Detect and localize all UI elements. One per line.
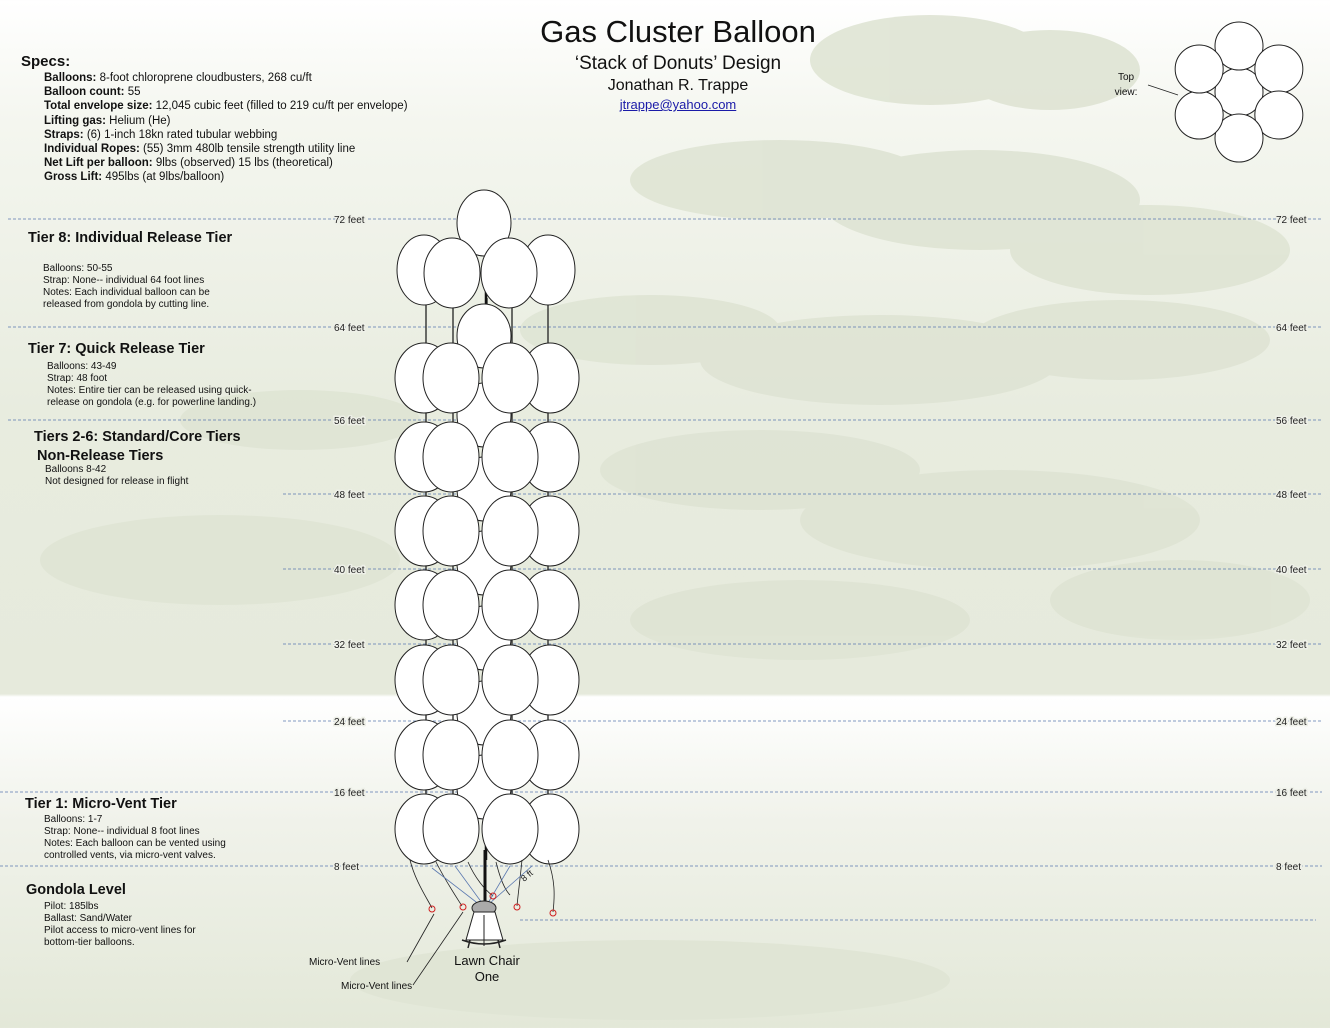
gondola-label: Lawn Chair One bbox=[454, 953, 520, 984]
balloon bbox=[423, 237, 481, 309]
balloon bbox=[481, 342, 539, 414]
spec-item: Net Lift per balloon: 9lbs (observed) 15… bbox=[44, 157, 333, 170]
spec-item: Individual Ropes: (55) 3mm 480lb tensile… bbox=[44, 143, 356, 156]
specs-heading: Specs: bbox=[21, 53, 71, 70]
tier2-6-subheading: Non-Release Tiers bbox=[37, 448, 164, 464]
balloon bbox=[481, 793, 539, 865]
height-label-right: 24 feet bbox=[1276, 717, 1307, 728]
balloon-tier bbox=[396, 189, 576, 309]
top-view-diagram bbox=[1174, 21, 1304, 163]
balloon bbox=[422, 644, 480, 716]
balloon bbox=[422, 342, 480, 414]
balloon bbox=[481, 569, 539, 641]
top-view-balloon bbox=[1254, 44, 1304, 94]
specs-list: Balloons: 8-foot chloroprene cloudbuster… bbox=[44, 71, 408, 185]
top-view-balloon bbox=[1174, 44, 1224, 94]
height-label-left: 48 feet bbox=[334, 490, 365, 501]
balloon-tier bbox=[394, 456, 580, 567]
top-view-label: Top view: bbox=[1114, 72, 1138, 98]
balloon-tier bbox=[394, 754, 580, 865]
height-label-left: 56 feet bbox=[334, 416, 365, 427]
balloon bbox=[422, 719, 480, 791]
height-label-right: 48 feet bbox=[1276, 490, 1307, 501]
balloon bbox=[422, 495, 480, 567]
balloon bbox=[481, 421, 539, 493]
top-view-balloon bbox=[1174, 90, 1224, 140]
balloon bbox=[481, 719, 539, 791]
gondola-assembly: 8 ft bbox=[406, 850, 557, 986]
balloon bbox=[422, 569, 480, 641]
balloon-tier bbox=[394, 680, 580, 791]
micro-vent-label-1: Micro-Vent lines bbox=[309, 957, 381, 968]
spec-item: Lifting gas: Helium (He) bbox=[44, 114, 171, 127]
height-guides: 72 feet 72 feet 64 feet 64 feet 56 feet 56 fe… bbox=[0, 214, 1322, 921]
height-label-left: 16 feet bbox=[334, 788, 365, 799]
height-label-right: 56 feet bbox=[1276, 416, 1307, 427]
author-name: Jonathan R. Trappe bbox=[607, 77, 749, 94]
height-label-right: 16 feet bbox=[1276, 788, 1307, 799]
height-label-right: 40 feet bbox=[1276, 565, 1307, 576]
tier2-6-heading: Tiers 2-6: Standard/Core Tiers bbox=[34, 429, 241, 445]
tier8-heading: Tier 8: Individual Release Tier bbox=[28, 230, 233, 246]
micro-vent-valves bbox=[428, 892, 557, 917]
balloon-tier bbox=[394, 303, 580, 414]
height-label-right: 8 feet bbox=[1276, 862, 1301, 873]
micro-vent-label-2: Micro-Vent lines bbox=[341, 981, 413, 992]
balloon bbox=[422, 793, 480, 865]
top-view-balloon bbox=[1214, 113, 1264, 163]
spec-item: Balloon count: 55 bbox=[44, 86, 141, 99]
height-label-left: 8 feet bbox=[334, 862, 359, 873]
top-view-balloon bbox=[1254, 90, 1304, 140]
balloon bbox=[422, 421, 480, 493]
tier1-heading: Tier 1: Micro-Vent Tier bbox=[25, 796, 177, 812]
height-label-left: 64 feet bbox=[334, 323, 365, 334]
spec-item: Balloons: 8-foot chloroprene cloudbuster… bbox=[44, 72, 312, 84]
height-label-right: 64 feet bbox=[1276, 323, 1307, 334]
page-title: Gas Cluster Balloon bbox=[540, 14, 816, 49]
balloon bbox=[481, 644, 539, 716]
balloon-tier bbox=[394, 530, 580, 641]
height-label-left: 32 feet bbox=[334, 640, 365, 651]
spec-item: Straps: (6) 1-inch 18kn rated tubular we… bbox=[44, 128, 278, 141]
height-label-left: 72 feet bbox=[334, 215, 365, 226]
tier7-heading: Tier 7: Quick Release Tier bbox=[28, 341, 205, 357]
spec-item: Gross Lift: 495lbs (at 9lbs/balloon) bbox=[44, 171, 225, 184]
height-label-left: 24 feet bbox=[334, 717, 365, 728]
page-subtitle: ‘Stack of Donuts’ Design bbox=[574, 53, 782, 74]
email-link[interactable]: jtrappe@yahoo.com bbox=[619, 97, 737, 112]
top-view-pointer bbox=[1147, 84, 1179, 96]
balloon-stack bbox=[394, 189, 580, 865]
height-label-right: 72 feet bbox=[1276, 215, 1307, 226]
author-email: jtrappe@yahoo.com bbox=[0, 97, 1330, 112]
top-view-balloon bbox=[1214, 21, 1264, 71]
height-label-right: 32 feet bbox=[1276, 640, 1307, 651]
gondola-heading: Gondola Level bbox=[26, 882, 126, 898]
balloon bbox=[480, 237, 538, 309]
height-label-left: 40 feet bbox=[334, 565, 365, 576]
spec-item: Total envelope size: 12,045 cubic feet (… bbox=[44, 100, 408, 113]
balloon bbox=[481, 495, 539, 567]
